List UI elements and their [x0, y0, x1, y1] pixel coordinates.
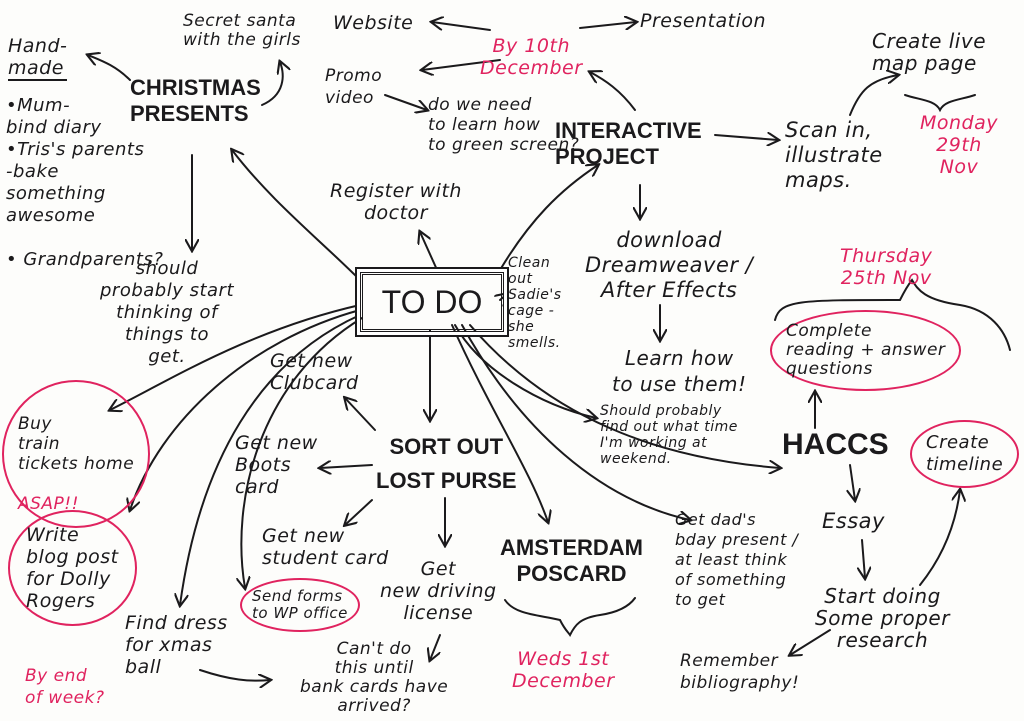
arrow-research-bibliography [790, 629, 831, 655]
node-to-do: TO DO [360, 272, 504, 332]
train-tickets-label: Buy train tickets home [18, 414, 135, 474]
node-train-tickets: Buy train tickets home ASAP!! [2, 380, 151, 528]
node-christmas-presents: CHRISTMAS PRESENTS [130, 75, 261, 126]
node-xmas-dress: Find dress for xmas ball [125, 612, 228, 678]
arrow-todo-dress [180, 314, 361, 605]
node-cant-do: Can't do this until bank cards have arri… [300, 639, 449, 716]
arrow-sort-clubcard [345, 398, 376, 431]
arrow-todo-christmas [232, 150, 361, 281]
node-monday-29th: Monday 29th Nov [920, 112, 999, 178]
arrow-driving-cant [430, 634, 441, 660]
node-by-end-of-week: By end of week? [25, 666, 105, 708]
arrow-scan-live [849, 75, 898, 116]
node-dad-present: Get dad's bday present / at least think … [675, 510, 799, 609]
node-should-start: should probably start thinking of things… [100, 258, 235, 367]
node-clubcard: Get new Clubcard [270, 350, 359, 394]
node-website: Website [333, 12, 414, 34]
brace-weds [504, 597, 636, 637]
brace-thursday [774, 278, 1011, 351]
node-live-map: Create live map page [872, 29, 987, 75]
node-weds-1st: Weds 1st December [512, 648, 615, 692]
node-send-forms: Send forms to WP office [240, 578, 360, 632]
node-promo-video: Promo video [325, 66, 383, 108]
node-thursday-25th: Thursday 25th Nov [840, 245, 933, 289]
node-interactive-project: INTERACTIVE PROJECT [555, 118, 702, 169]
arrow-todo-interactive [499, 165, 598, 271]
node-by-10th-december: By 10th December [480, 35, 583, 79]
node-working-weekend: Should probably find out what time I'm w… [600, 403, 738, 467]
arrow-interactive-by10 [590, 72, 636, 111]
arrow-todo-register [420, 232, 439, 273]
arrow-christmas-santa [261, 62, 283, 106]
node-secret-santa: Secret santa with the girls [183, 11, 301, 50]
arrow-by10-presentation [579, 22, 636, 28]
node-student-card: Get new student card [262, 525, 389, 569]
node-learn-how: Learn how to use them! [612, 346, 747, 396]
arrow-promo-green [384, 94, 427, 110]
arrow-interactive-scan [714, 135, 778, 140]
node-create-timeline: Create timeline [910, 420, 1020, 488]
node-haccs: HACCS [782, 428, 889, 461]
arrow-todo-train [110, 304, 361, 410]
arrow-dress-cant [199, 669, 270, 681]
asap-label: ASAP!! [18, 494, 79, 514]
node-handmade: Hand- made [8, 35, 68, 81]
node-sort-purse: SORT OUT LOST PURSE [376, 434, 517, 493]
arrow-research-timeline [919, 490, 960, 586]
node-clean-cage: Clean out Sadie's cage - she smells. [508, 255, 562, 351]
node-scan-in: Scan in, illustrate maps. [785, 118, 883, 192]
arrow-todo-dad [461, 324, 690, 520]
node-research: Start doing Some proper research [815, 584, 950, 652]
node-complete-reading: Complete reading + answer questions [770, 310, 962, 391]
arrow-todo-haccs [469, 324, 780, 468]
node-green-screen: do we need to learn how to green screen? [428, 95, 580, 155]
arrow-haccs-essay [850, 464, 855, 500]
node-blog-post: Write blog post for Dolly Rogers [8, 510, 137, 626]
arrow-essay-research [862, 539, 865, 578]
arrow-sort-boots [320, 465, 373, 468]
brace-monday [904, 94, 976, 113]
node-register-doctor: Register with doctor [330, 180, 462, 224]
arrow-todo-amsterdam [451, 324, 548, 522]
node-bibliography: Remember bibliography! [680, 651, 800, 693]
arrow-sort-student [345, 499, 373, 525]
node-download-software: download Dreamweaver / After Effects [585, 228, 754, 302]
node-handmade-list: •Mum- bind diary •Tris's parents -bake s… [6, 95, 164, 270]
arrow-todo-forms [241, 317, 363, 588]
node-driving-license: Get new driving license [380, 558, 497, 624]
arrow-by10-promo [422, 59, 501, 70]
node-presentation: Presentation [640, 10, 767, 32]
arrow-christmas-handmade [88, 55, 131, 81]
node-amsterdam-postcard: AMSTERDAM POSCARD [500, 535, 643, 586]
arrow-by10-website [432, 22, 491, 31]
node-essay: Essay [822, 509, 885, 533]
handmade-label: Hand- made [8, 35, 68, 81]
node-boots-card: Get new Boots card [235, 432, 318, 498]
